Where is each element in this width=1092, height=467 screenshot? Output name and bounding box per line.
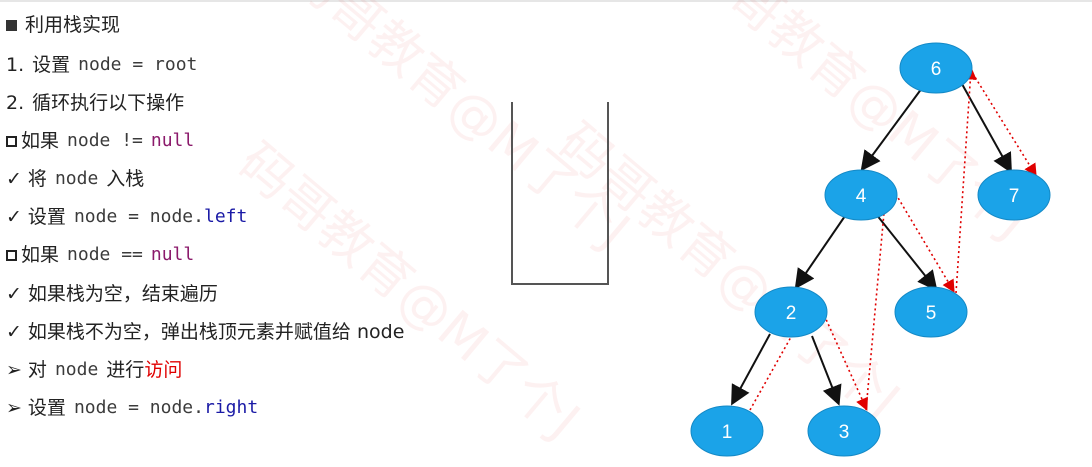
- trace-4-5: [887, 180, 955, 293]
- step-number: 1.: [6, 54, 25, 76]
- step-code: node: [54, 359, 99, 380]
- step-push: ✓ 将 node 入栈: [6, 166, 144, 192]
- traversal-path: [749, 66, 1037, 411]
- tree-node-1: 1: [690, 405, 764, 457]
- node-circle: [899, 42, 973, 94]
- tree-node-5: 5: [894, 286, 968, 338]
- step-code: node = node.: [73, 397, 204, 418]
- check-icon: ✓: [6, 283, 22, 305]
- stack-container: [511, 102, 609, 285]
- step-2: 2. 循环执行以下操作: [6, 90, 184, 116]
- step-keyword: null: [150, 130, 195, 151]
- step-text: 将: [27, 168, 47, 190]
- step-visit: ➢ 对 node 进行访问: [6, 357, 182, 383]
- step-text: 设置: [27, 397, 66, 419]
- step-text: 设置: [32, 54, 71, 76]
- node-label: 1: [722, 422, 733, 443]
- node-label: 2: [786, 303, 797, 324]
- node-label: 4: [856, 186, 867, 207]
- node-label: 7: [1009, 186, 1020, 207]
- step-text: 循环执行以下操作: [32, 92, 185, 114]
- step-property: right: [203, 397, 259, 418]
- step-text: 对: [27, 359, 47, 381]
- step-code: node !=: [67, 130, 143, 151]
- step-pop: ✓ 如果栈不为空，弹出栈顶元素并赋值给 node: [6, 319, 404, 345]
- step-empty-stack: ✓ 如果栈为空，结束遍历: [6, 281, 218, 307]
- node-circle: [824, 169, 898, 221]
- edge-2-3: [811, 335, 842, 406]
- top-divider: [0, 0, 1092, 2]
- step-text: 如果栈不为空，弹出栈顶元素并赋值给 node: [27, 321, 405, 343]
- node-circle: [977, 169, 1051, 221]
- tree-nodes: 6 4 7 2 5 1 3: [690, 42, 1051, 457]
- edge-6-7: [961, 83, 1012, 174]
- step-1: 1. 设置 node = root: [6, 52, 197, 78]
- tree-node-7: 7: [977, 169, 1051, 221]
- check-icon: ✓: [6, 168, 22, 190]
- step-text: 如果: [21, 130, 60, 152]
- filled-square-icon: [6, 19, 17, 31]
- step-if-not-null: 如果 node != null: [6, 128, 194, 154]
- step-highlight: 访问: [144, 359, 183, 381]
- hollow-square-icon: [6, 249, 17, 261]
- step-code: node: [54, 168, 99, 189]
- edge-2-1: [731, 333, 771, 406]
- check-icon: ✓: [6, 206, 22, 228]
- trace-3-4: [865, 176, 893, 411]
- node-circle: [754, 286, 828, 338]
- step-text: 入栈: [106, 168, 145, 190]
- step-keyword: null: [150, 244, 195, 265]
- edge-6-4: [860, 87, 923, 172]
- tree-node-6: 6: [899, 42, 973, 94]
- step-code: node = node.: [73, 206, 204, 227]
- step-number: 2.: [6, 92, 25, 114]
- hollow-square-icon: [6, 135, 17, 147]
- trace-5-6: [955, 66, 977, 294]
- step-text: 如果栈为空，结束遍历: [27, 283, 218, 305]
- step-code: node ==: [67, 244, 143, 265]
- check-icon: ✓: [6, 321, 22, 343]
- edge-4-5: [875, 213, 938, 292]
- step-go-right: ➢ 设置 node = node.right: [6, 395, 258, 421]
- trace-6-7: [969, 68, 1037, 177]
- node-label: 6: [931, 59, 942, 80]
- step-text: 进行: [106, 359, 145, 381]
- step-text: 设置: [27, 206, 66, 228]
- step-property: left: [203, 206, 248, 227]
- node-circle: [894, 286, 968, 338]
- arrow-bullet-icon: ➢: [6, 359, 22, 381]
- tree-node-2: 2: [754, 286, 828, 338]
- steps-title-line: 利用栈实现: [6, 12, 120, 38]
- step-go-left: ✓ 设置 node = node.left: [6, 204, 247, 230]
- trace-1-2: [749, 293, 816, 411]
- node-circle: [690, 405, 764, 457]
- node-circle: [807, 405, 881, 457]
- tree-node-3: 3: [807, 405, 881, 457]
- node-label: 5: [926, 303, 937, 324]
- step-if-null: 如果 node == null: [6, 242, 194, 268]
- step-text: 如果: [21, 244, 60, 266]
- arrow-bullet-icon: ➢: [6, 397, 22, 419]
- edge-4-2: [794, 215, 846, 290]
- steps-title: 利用栈实现: [25, 14, 121, 36]
- step-code: node = root: [78, 54, 198, 75]
- tree-node-4: 4: [824, 169, 898, 221]
- node-label: 3: [839, 422, 850, 443]
- tree-edges: [731, 83, 1012, 406]
